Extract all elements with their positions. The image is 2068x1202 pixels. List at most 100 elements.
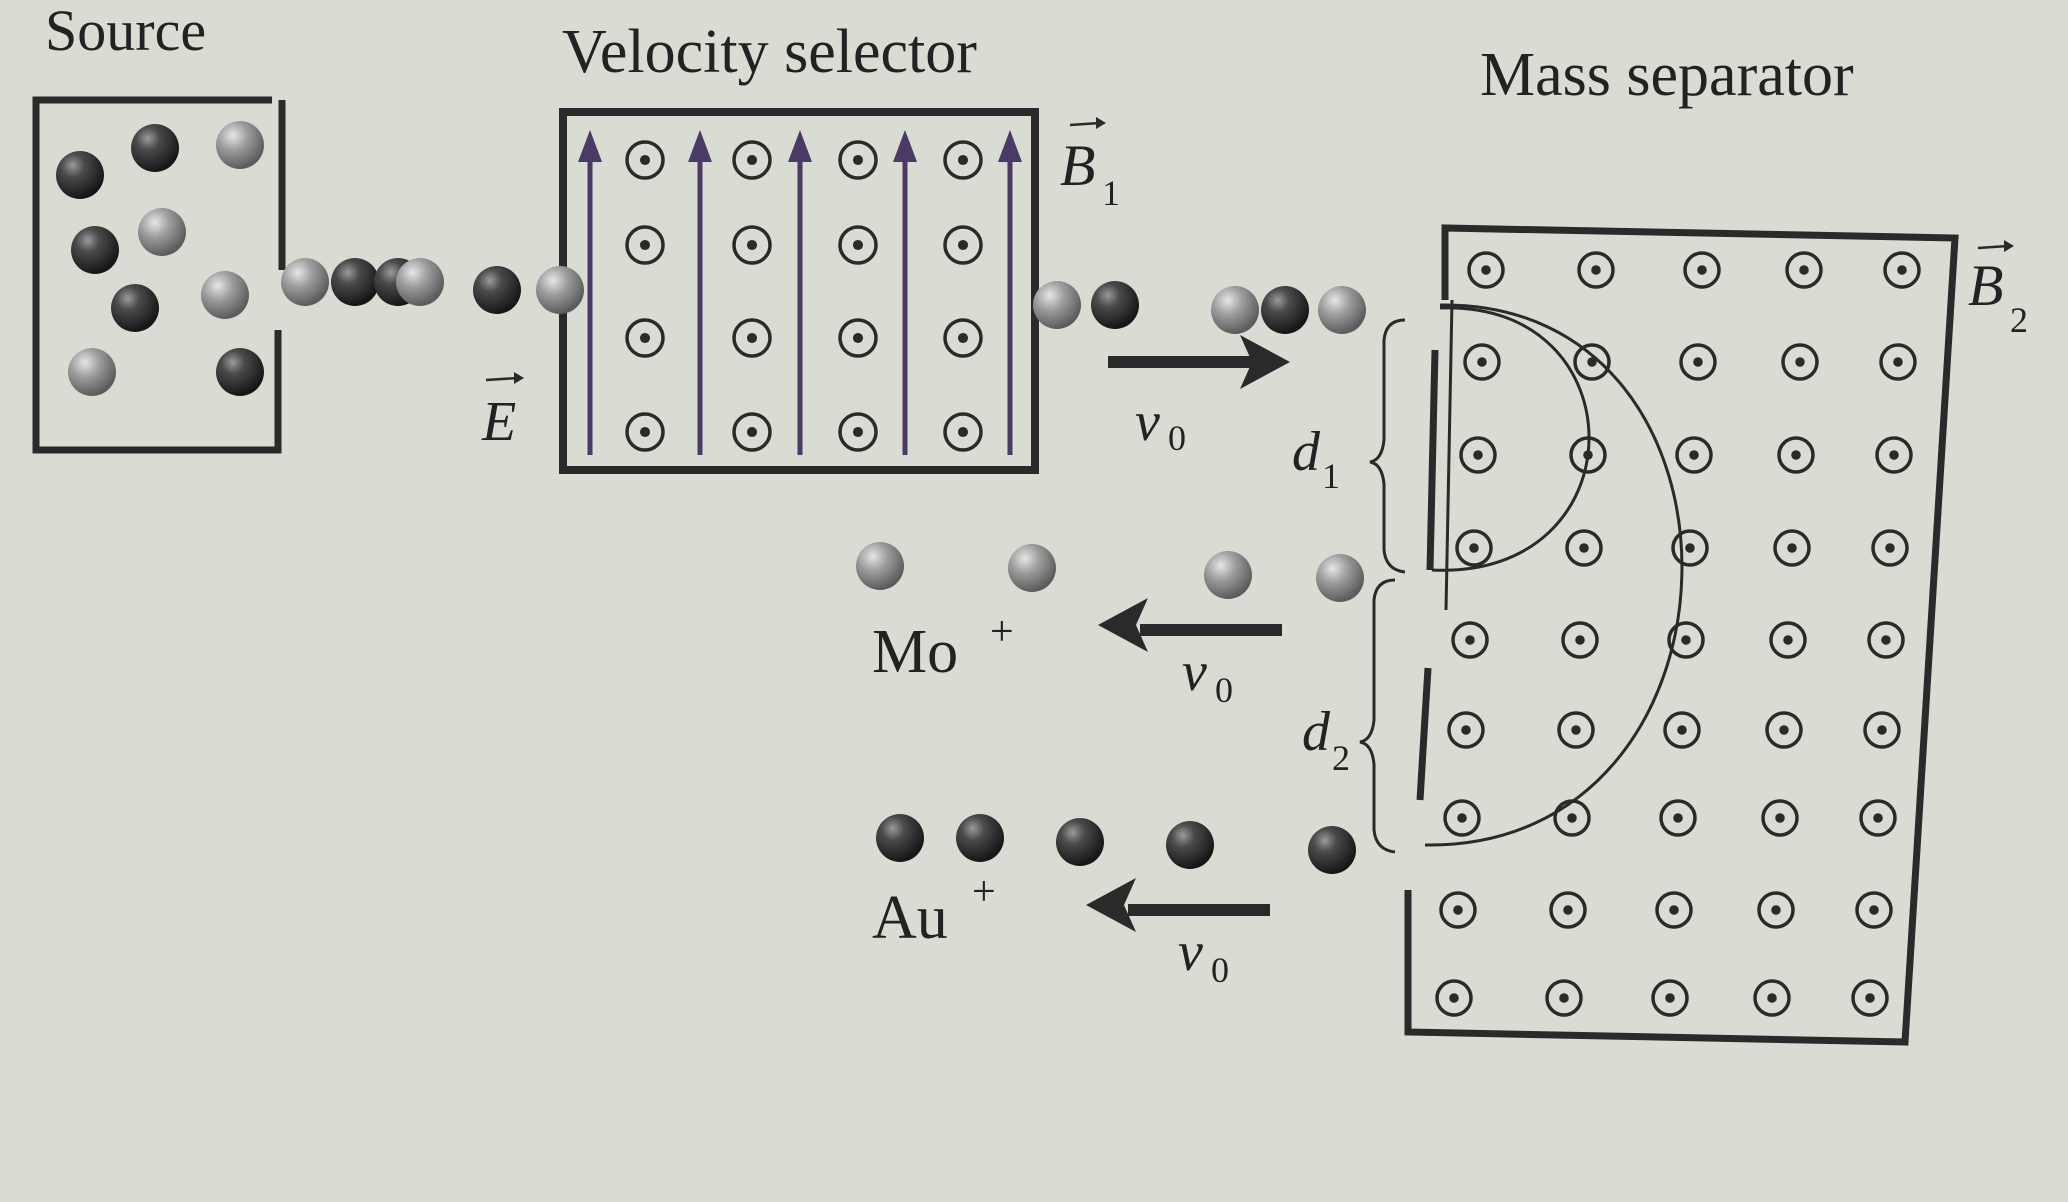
dot-in-circle-icon (1875, 436, 1913, 474)
dot-in-circle-icon (1851, 979, 1889, 1017)
d2-label: d (1302, 701, 1331, 763)
dot-in-circle-icon (943, 225, 983, 265)
field-lines-group (578, 130, 1022, 455)
b2-vector-arrow (1977, 240, 2014, 252)
dark-ion (71, 226, 119, 274)
bracket-d1 (1369, 318, 1406, 574)
dot-in-circle-icon (1855, 891, 1893, 929)
dot-in-circle-icon (1455, 529, 1493, 567)
arrow-icon (1098, 598, 1282, 652)
dot-in-circle-icon (1863, 711, 1901, 749)
up-arrow-icon (998, 130, 1022, 455)
dot-in-circle-icon (1439, 891, 1477, 929)
dark-ion (216, 348, 264, 396)
light-ion (1318, 286, 1366, 334)
dot-in-circle-icon (1651, 979, 1689, 1017)
dot-in-circle-icon (838, 318, 878, 358)
dot-in-circle-icon (1765, 711, 1803, 749)
dot-in-circle-icon (1435, 979, 1473, 1017)
dot-in-circle-icon (1675, 436, 1713, 474)
detector-plate-2 (1416, 667, 1432, 801)
e-vector-arrow (485, 372, 524, 384)
light-ion (281, 258, 329, 306)
light-ion (536, 266, 584, 314)
dark-ion (1091, 281, 1139, 329)
dot-in-circle-icon (1443, 799, 1481, 837)
light-ion (68, 348, 116, 396)
mo-charge-label: + (990, 609, 1014, 655)
detector-plate-1 (1426, 349, 1439, 571)
light-ion (138, 208, 186, 256)
dot-in-circle-icon (1761, 799, 1799, 837)
v0-label-mo: v (1182, 641, 1207, 703)
dot-in-circle-icon (1659, 799, 1697, 837)
dot-in-circle-icon (1769, 621, 1807, 659)
dot-in-circle-icon (1679, 343, 1717, 381)
entrance-slit-edge (1444, 299, 1454, 611)
dark-ion (1056, 818, 1104, 866)
dot-in-circle-icon (732, 412, 772, 452)
b2-label: B (1968, 253, 2003, 318)
dot-in-circle-icon (625, 318, 665, 358)
light-ion (201, 271, 249, 319)
dark-ion (1166, 821, 1214, 869)
mo-ion-label: Mo (872, 618, 958, 686)
light-ion (1211, 286, 1259, 334)
b1-label: B (1060, 133, 1095, 198)
v0-label-top: v (1135, 391, 1160, 453)
d1-label: d (1292, 421, 1321, 483)
light-ion (1204, 551, 1252, 599)
velocity-selector-label: Velocity selector (562, 18, 977, 86)
e-field-label: E (481, 391, 516, 453)
dot-in-circle-icon (1667, 621, 1705, 659)
dark-ion (131, 124, 179, 172)
light-ion (1033, 281, 1081, 329)
dot-in-circle-icon (1463, 343, 1501, 381)
ions-group (56, 121, 1366, 874)
up-arrow-icon (688, 130, 712, 455)
light-ion (856, 542, 904, 590)
dot-in-circle-icon (1663, 711, 1701, 749)
arrow-icon (1108, 335, 1290, 389)
light-ion (1316, 554, 1364, 602)
dot-in-circle-icon (1561, 621, 1599, 659)
v0-label-au: v (1178, 921, 1203, 983)
field-symbols-group (625, 140, 1921, 1017)
dark-ion (111, 284, 159, 332)
dot-in-circle-icon (1557, 711, 1595, 749)
dark-ion (876, 814, 924, 862)
dot-in-circle-icon (625, 140, 665, 180)
dot-in-circle-icon (1859, 799, 1897, 837)
dark-ion (331, 258, 379, 306)
dot-in-circle-icon (838, 412, 878, 452)
d2-subscript: 2 (1332, 738, 1350, 778)
v0-subscript-au: 0 (1211, 950, 1229, 990)
dot-in-circle-icon (732, 140, 772, 180)
bracket-d2 (1359, 578, 1396, 854)
b2-subscript: 2 (2010, 300, 2028, 340)
dot-in-circle-icon (1785, 251, 1823, 289)
dot-in-circle-icon (1871, 529, 1909, 567)
dark-ion (1261, 286, 1309, 334)
dot-in-circle-icon (1459, 436, 1497, 474)
dot-in-circle-icon (1545, 979, 1583, 1017)
au-ion-label: Au (872, 884, 948, 952)
light-ion (396, 258, 444, 306)
v0-subscript-top: 0 (1168, 418, 1186, 458)
b1-vector-arrow (1069, 117, 1106, 129)
dot-in-circle-icon (943, 140, 983, 180)
au-charge-label: + (972, 869, 996, 915)
up-arrow-icon (893, 130, 917, 455)
dot-in-circle-icon (1753, 979, 1791, 1017)
dot-in-circle-icon (1777, 436, 1815, 474)
dot-in-circle-icon (1451, 621, 1489, 659)
dot-in-circle-icon (1671, 529, 1709, 567)
light-ion (216, 121, 264, 169)
dark-ion (956, 814, 1004, 862)
b1-subscript: 1 (1102, 173, 1120, 213)
dot-in-circle-icon (732, 225, 772, 265)
up-arrow-icon (788, 130, 812, 455)
dot-in-circle-icon (943, 318, 983, 358)
